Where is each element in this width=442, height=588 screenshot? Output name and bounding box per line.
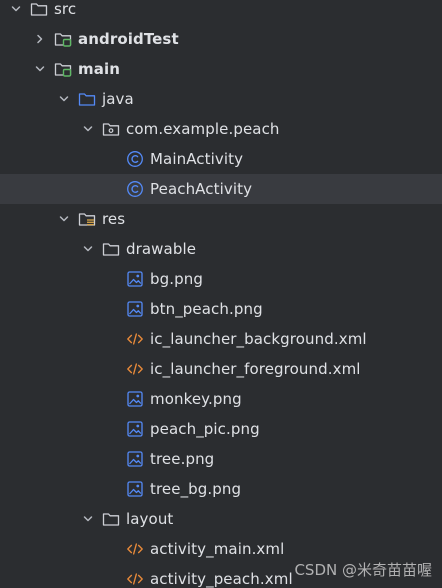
tree-row[interactable]: activity_main.xml — [0, 534, 442, 564]
tree-row[interactable]: activity_peach.xml — [0, 564, 442, 588]
chevron-right-icon[interactable] — [32, 31, 48, 47]
arrow-spacer — [104, 151, 120, 167]
chevron-down-icon[interactable] — [8, 1, 24, 17]
tree-row[interactable]: ic_launcher_foreground.xml — [0, 354, 442, 384]
tree-row[interactable]: androidTest — [0, 24, 442, 54]
arrow-spacer — [104, 301, 120, 317]
tree-item-label: MainActivity — [150, 150, 244, 168]
tree-item-label: drawable — [126, 240, 197, 258]
tree-item-label: tree.png — [150, 450, 215, 468]
xml-file-icon — [126, 360, 144, 378]
package-icon — [102, 120, 120, 138]
tree-row[interactable]: src — [0, 0, 442, 24]
arrow-spacer — [104, 391, 120, 407]
tree-item-label: main — [78, 60, 120, 78]
chevron-down-icon[interactable] — [80, 121, 96, 137]
arrow-spacer — [104, 541, 120, 557]
tree-item-label: androidTest — [78, 30, 179, 48]
arrow-spacer — [104, 181, 120, 197]
tree-item-label: bg.png — [150, 270, 203, 288]
tree-row[interactable]: btn_peach.png — [0, 294, 442, 324]
xml-file-icon — [126, 540, 144, 558]
tree-item-label: src — [54, 0, 77, 18]
xml-file-icon — [126, 570, 144, 588]
tree-row[interactable]: MainActivity — [0, 144, 442, 174]
arrow-spacer — [104, 571, 120, 587]
tree-item-label: btn_peach.png — [150, 300, 263, 318]
tree-item-label: peach_pic.png — [150, 420, 260, 438]
chevron-down-icon[interactable] — [56, 91, 72, 107]
tree-row[interactable]: bg.png — [0, 264, 442, 294]
tree-item-label: ic_launcher_foreground.xml — [150, 360, 361, 378]
tree-item-label: monkey.png — [150, 390, 242, 408]
tree-row[interactable]: res — [0, 204, 442, 234]
tree-row[interactable]: monkey.png — [0, 384, 442, 414]
tree-row[interactable]: layout — [0, 504, 442, 534]
class-icon — [126, 150, 144, 168]
tree-row[interactable]: tree.png — [0, 444, 442, 474]
resource-folder-icon — [78, 210, 96, 228]
tree-item-label: tree_bg.png — [150, 480, 242, 498]
tree-row[interactable]: PeachActivity — [0, 174, 442, 204]
tree-row[interactable]: java — [0, 84, 442, 114]
tree-item-label: ic_launcher_background.xml — [150, 330, 367, 348]
chevron-down-icon[interactable] — [56, 211, 72, 227]
tree-row[interactable]: main — [0, 54, 442, 84]
image-file-icon — [126, 420, 144, 438]
chevron-down-icon[interactable] — [80, 511, 96, 527]
source-folder-icon — [78, 90, 96, 108]
folder-icon — [102, 510, 120, 528]
class-icon — [126, 180, 144, 198]
tree-item-label: activity_peach.xml — [150, 570, 293, 588]
module-folder-icon — [54, 30, 72, 48]
arrow-spacer — [104, 331, 120, 347]
tree-row[interactable]: ic_launcher_background.xml — [0, 324, 442, 354]
arrow-spacer — [104, 451, 120, 467]
arrow-spacer — [104, 481, 120, 497]
chevron-down-icon[interactable] — [32, 61, 48, 77]
arrow-spacer — [104, 421, 120, 437]
folder-icon — [102, 240, 120, 258]
tree-row[interactable]: peach_pic.png — [0, 414, 442, 444]
image-file-icon — [126, 300, 144, 318]
image-file-icon — [126, 480, 144, 498]
module-folder-icon — [54, 60, 72, 78]
xml-file-icon — [126, 330, 144, 348]
tree-row[interactable]: com.example.peach — [0, 114, 442, 144]
arrow-spacer — [104, 271, 120, 287]
tree-item-label: PeachActivity — [150, 180, 253, 198]
image-file-icon — [126, 450, 144, 468]
chevron-down-icon[interactable] — [80, 241, 96, 257]
tree-row[interactable]: tree_bg.png — [0, 474, 442, 504]
tree-item-label: java — [102, 90, 134, 108]
folder-icon — [30, 0, 48, 18]
image-file-icon — [126, 270, 144, 288]
tree-item-label: activity_main.xml — [150, 540, 285, 558]
tree-item-label: layout — [126, 510, 174, 528]
tree-item-label: res — [102, 210, 126, 228]
tree-item-label: com.example.peach — [126, 120, 280, 138]
arrow-spacer — [104, 361, 120, 377]
watermark: CSDN @米奇苗苗喔 — [294, 561, 432, 579]
image-file-icon — [126, 390, 144, 408]
tree-row[interactable]: drawable — [0, 234, 442, 264]
